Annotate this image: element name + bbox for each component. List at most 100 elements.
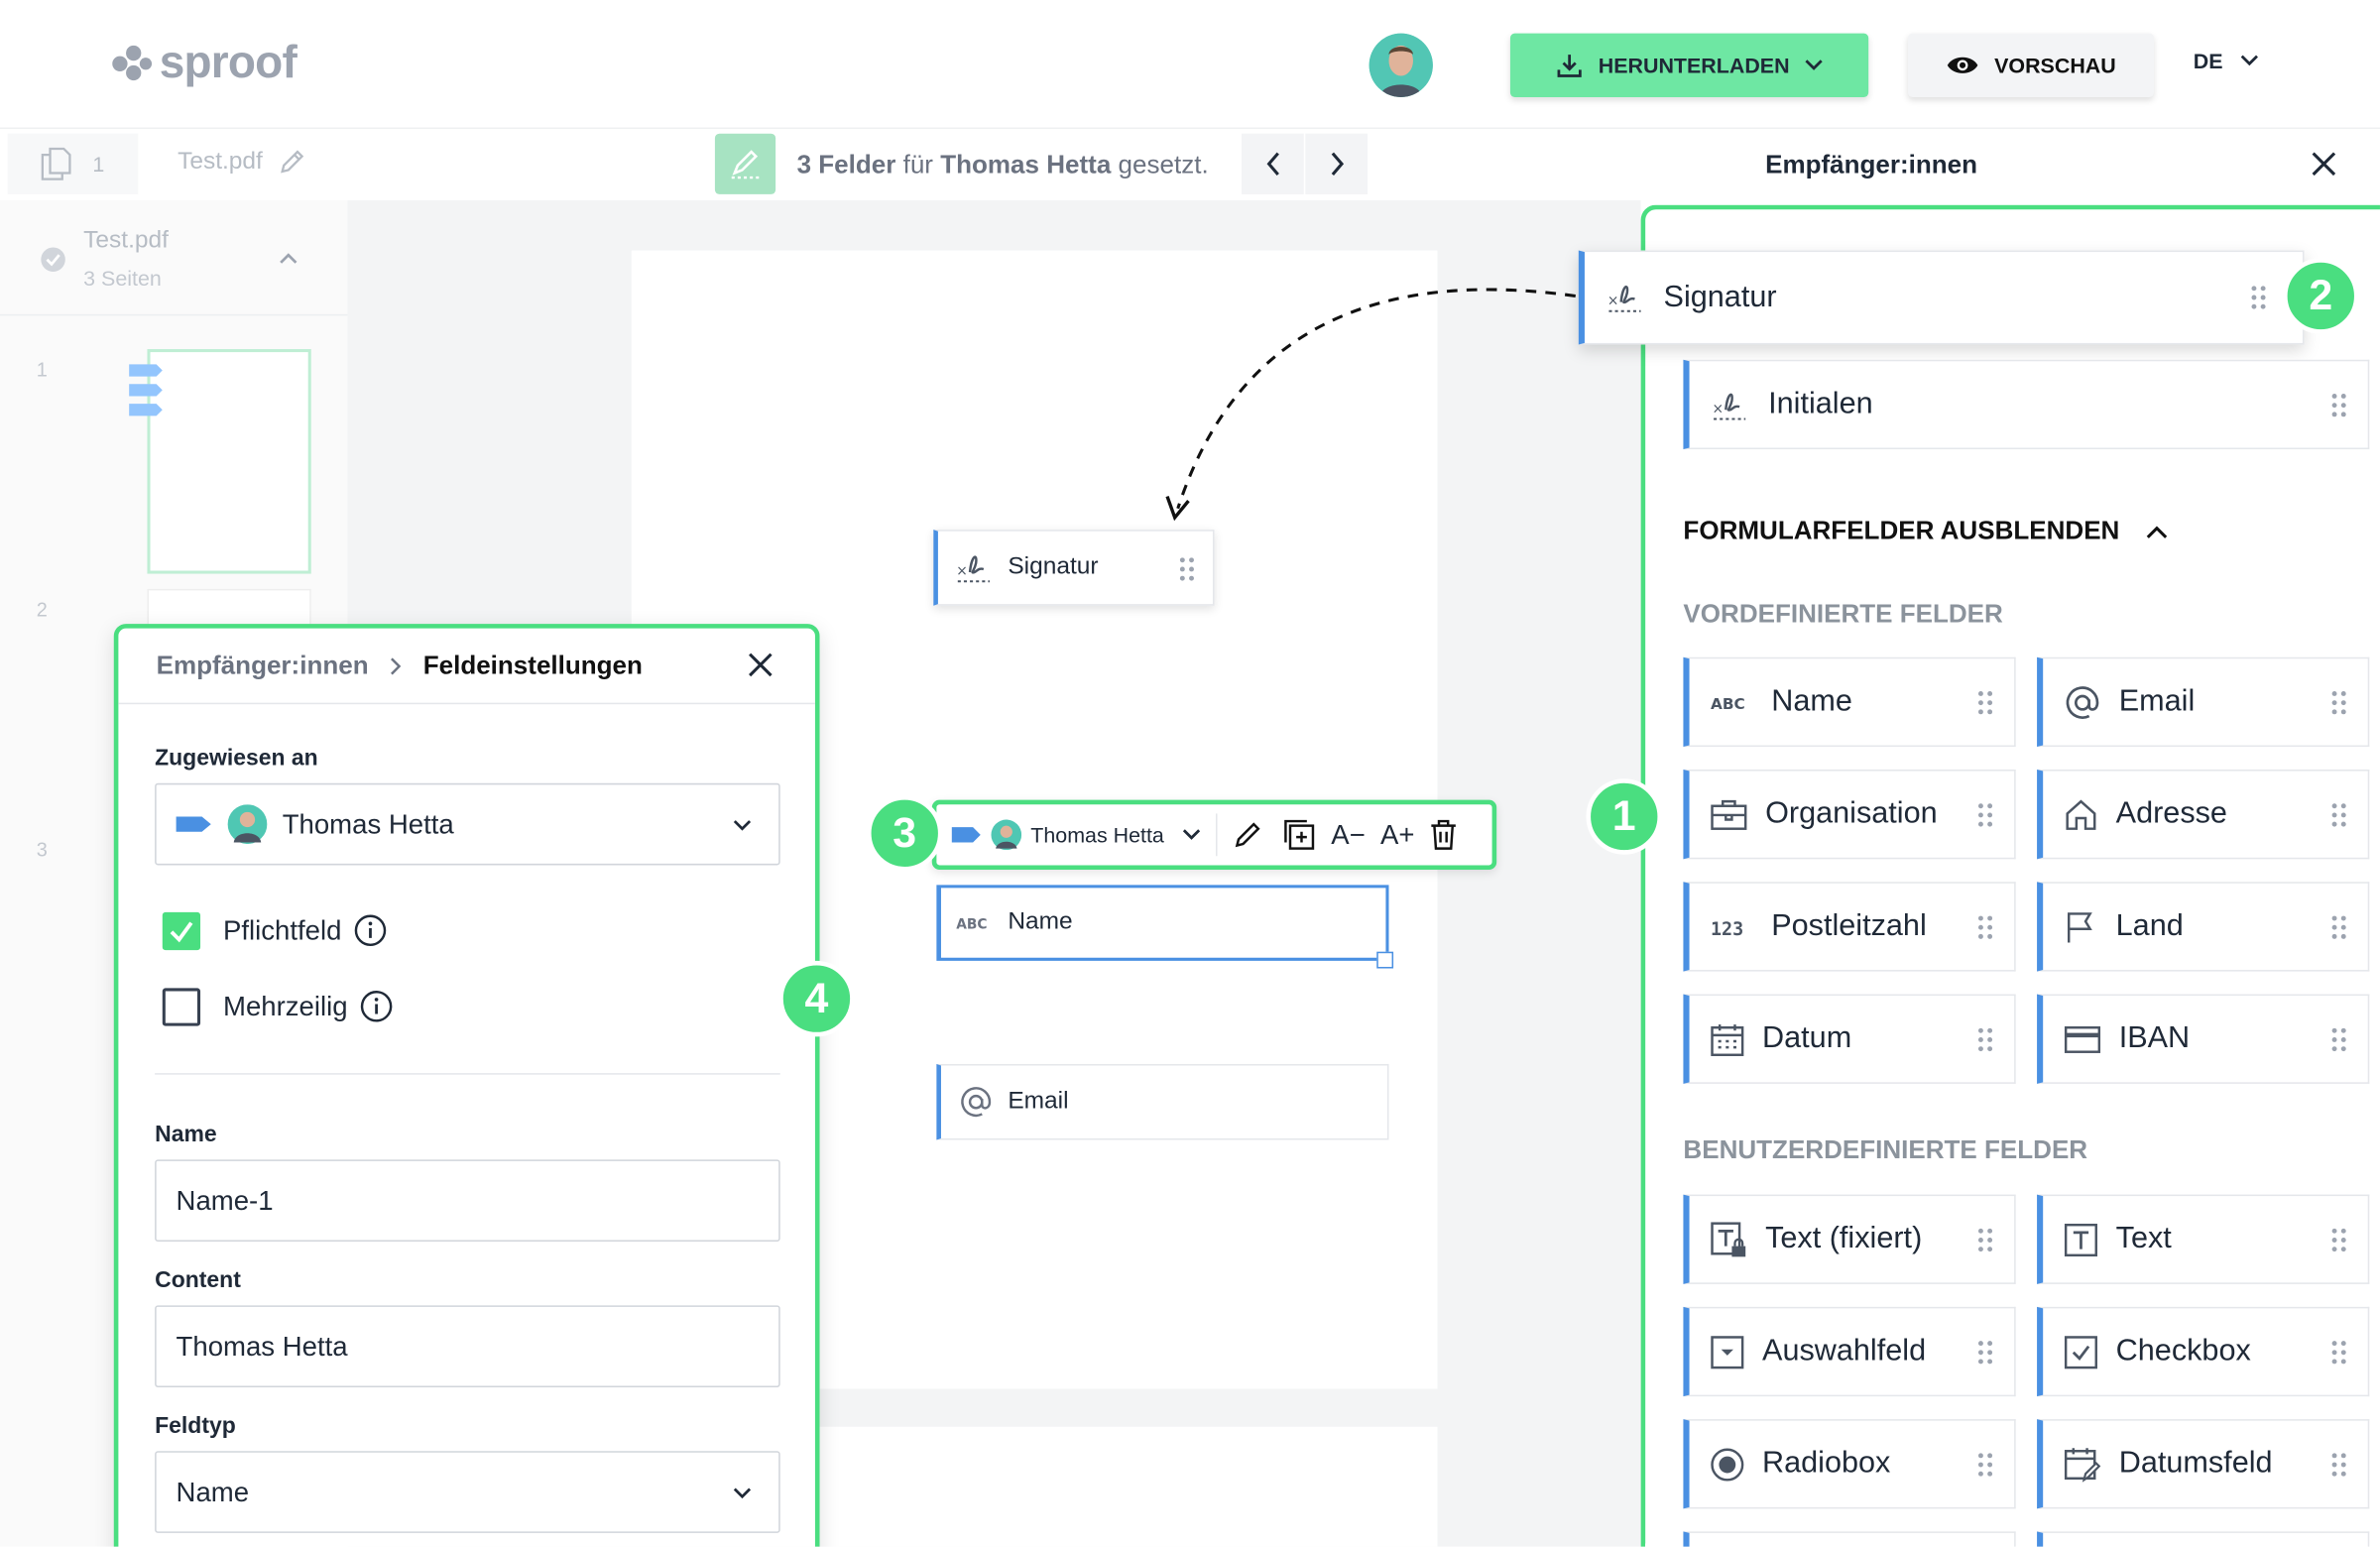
content-label: Content	[155, 1267, 241, 1294]
drag-handle-icon[interactable]	[1977, 802, 1993, 826]
name-input-value: Name-1	[176, 1184, 274, 1216]
user-avatar[interactable]	[1368, 33, 1433, 97]
field-type-select[interactable]: Name	[155, 1451, 780, 1533]
drag-handle-icon[interactable]	[1977, 914, 1993, 939]
drag-handle-icon[interactable]	[1977, 1026, 1993, 1051]
chevron-down-icon[interactable]	[1182, 828, 1201, 841]
file-name-edit[interactable]: Test.pdf	[178, 149, 305, 177]
font-larger-button[interactable]: A+	[1380, 818, 1415, 850]
palette-field-iban[interactable]: IBAN	[2037, 994, 2370, 1084]
next-recipient-button[interactable]	[1305, 133, 1368, 194]
avatar	[227, 804, 268, 845]
checkbox-icon	[2064, 1335, 2097, 1368]
eye-icon	[1947, 57, 1978, 73]
chevron-down-icon	[733, 819, 752, 831]
sidebar-doc-pages: 3 Seiten	[83, 265, 162, 291]
sidebar-document-entry[interactable]: Test.pdf 3 Seiten	[40, 228, 343, 298]
email-field[interactable]: Email	[936, 1063, 1389, 1140]
toolbar-assignee[interactable]: Thomas Hetta	[1030, 822, 1164, 848]
multiline-option: Mehrzeilig	[223, 990, 393, 1023]
text-lock-icon	[1711, 1221, 1746, 1256]
breadcrumb-recipients[interactable]: Empfänger:innen	[156, 651, 369, 680]
palette-signature[interactable]: Signatur	[1578, 250, 2305, 345]
radio-icon	[1711, 1447, 1744, 1481]
info-icon[interactable]	[360, 990, 394, 1023]
palette-field-label: Datumsfeld	[2118, 1446, 2273, 1481]
assigned-to-select[interactable]: Thomas Hetta	[155, 782, 780, 866]
palette-field-text-fixed[interactable]: Text (fixiert)	[1683, 1194, 2016, 1284]
drag-handle-icon[interactable]	[2251, 286, 2266, 309]
sproof-logo[interactable]: sproof	[111, 37, 298, 91]
name-input[interactable]: Name-1	[155, 1159, 780, 1243]
preview-button[interactable]: VORSCHAU	[1907, 33, 2154, 97]
drag-handle-icon[interactable]	[2331, 802, 2346, 826]
name-field[interactable]: ABC Name	[936, 885, 1389, 961]
name-label: Name	[155, 1122, 217, 1148]
chevron-up-icon	[2147, 525, 2168, 538]
info-icon[interactable]	[354, 913, 388, 947]
content-input[interactable]: Thomas Hetta	[155, 1305, 780, 1387]
palette-field-partial[interactable]	[2037, 1531, 2370, 1547]
chevron-left-icon	[1265, 152, 1279, 177]
palette-field-postcode[interactable]: 123 Postleitzahl	[1683, 882, 2016, 972]
drag-handle-icon[interactable]	[2331, 1026, 2346, 1051]
palette-field-select[interactable]: Auswahlfeld	[1683, 1306, 2016, 1397]
flag-icon	[2067, 911, 2092, 942]
chevron-down-icon	[2241, 55, 2260, 65]
hide-form-fields-toggle[interactable]: FORMULARFELDER AUSBLENDEN	[1683, 516, 2168, 546]
download-button[interactable]: HERUNTERLADEN	[1509, 33, 1869, 97]
palette-field-email[interactable]: Email	[2037, 656, 2370, 748]
drag-handle-icon[interactable]	[1977, 1340, 1993, 1364]
trash-icon[interactable]	[1430, 819, 1458, 851]
chevron-right-icon	[1330, 152, 1344, 177]
signature-icon	[956, 555, 992, 583]
language-label: DE	[2193, 48, 2223, 73]
drag-arrow	[1165, 288, 1576, 522]
drag-handle-icon[interactable]	[1977, 1452, 1993, 1476]
fields-recipient: Thomas Hetta	[940, 150, 1112, 179]
multiline-checkbox[interactable]	[162, 988, 201, 1026]
palette-field-datefield[interactable]: Datumsfeld	[2037, 1419, 2370, 1509]
prev-recipient-button[interactable]	[1242, 133, 1304, 194]
drag-handle-icon[interactable]	[2331, 1340, 2346, 1364]
required-label: Pflichtfeld	[222, 914, 342, 945]
required-checkbox[interactable]	[162, 911, 201, 951]
pencil-icon	[281, 150, 304, 174]
palette-field-address[interactable]: Adresse	[2037, 770, 2370, 860]
recipients-close-button[interactable]	[2311, 151, 2338, 178]
drag-handle-icon[interactable]	[2331, 1452, 2346, 1476]
page-count-tab[interactable]: 1	[7, 133, 139, 194]
drag-handle-icon[interactable]	[1977, 1227, 1993, 1251]
resize-handle[interactable]	[1376, 951, 1394, 969]
drag-handle-icon[interactable]	[2331, 393, 2346, 416]
palette-field-country[interactable]: Land	[2037, 882, 2370, 972]
page-thumbnail[interactable]	[129, 349, 311, 574]
svg-text:ABC: ABC	[1711, 694, 1745, 712]
palette-field-partial[interactable]	[1683, 1531, 2016, 1547]
drag-handle-icon[interactable]	[1179, 557, 1194, 581]
sidebar-divider	[0, 313, 348, 316]
edit-icon[interactable]	[1233, 820, 1263, 851]
duplicate-icon[interactable]	[1282, 818, 1316, 852]
palette-field-date[interactable]: Datum	[1683, 994, 2016, 1084]
palette-field-radio[interactable]: Radiobox	[1683, 1419, 2016, 1509]
palette-initials[interactable]: Initialen	[1683, 359, 2370, 450]
drag-handle-icon[interactable]	[2331, 690, 2346, 714]
palette-initials-label: Initialen	[1768, 387, 1873, 420]
palette-field-text[interactable]: Text	[2037, 1194, 2370, 1284]
language-select[interactable]: DE	[2194, 49, 2260, 72]
palette-field-organisation[interactable]: Organisation	[1683, 770, 2016, 860]
palette-field-checkbox[interactable]: Checkbox	[2037, 1306, 2370, 1397]
drag-handle-icon[interactable]	[2331, 914, 2346, 939]
drag-handle-icon[interactable]	[1977, 690, 1993, 714]
settings-close-button[interactable]	[747, 652, 774, 679]
settings-divider	[155, 1073, 780, 1075]
page-number: 2	[36, 598, 48, 622]
signature-pen-icon	[731, 150, 760, 179]
signature-field[interactable]: Signatur	[933, 530, 1215, 606]
font-smaller-button[interactable]: A−	[1331, 818, 1366, 850]
palette-field-name[interactable]: ABC Name	[1683, 656, 2016, 748]
callout-badge: 3	[866, 795, 943, 872]
drag-handle-icon[interactable]	[2331, 1227, 2346, 1251]
name-field-label: Name	[1008, 908, 1073, 935]
